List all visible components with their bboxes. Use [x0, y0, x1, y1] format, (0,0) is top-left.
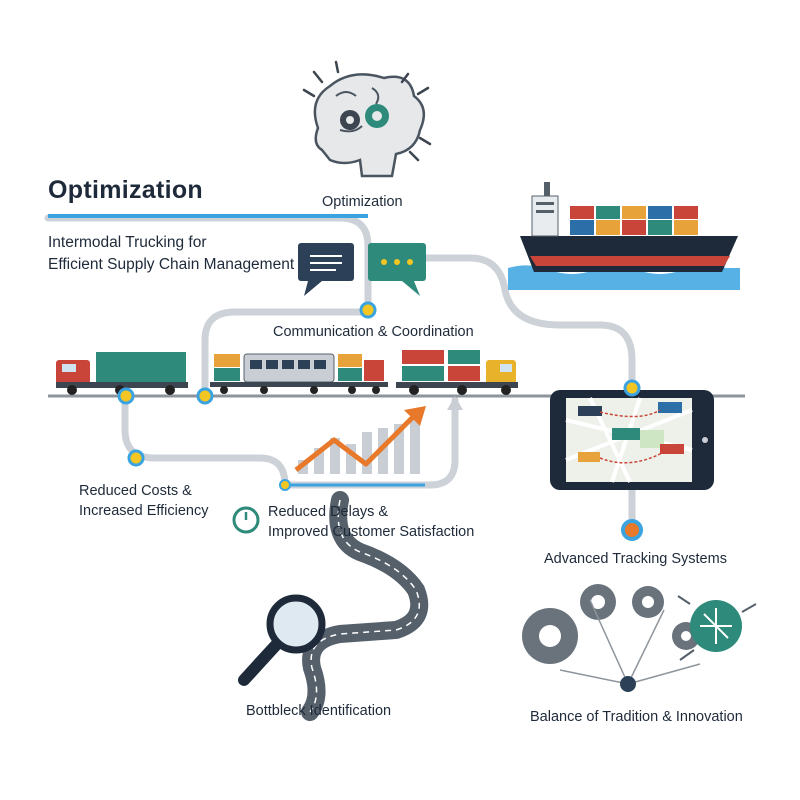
node-truck: [117, 387, 135, 405]
node-delays: [279, 479, 291, 491]
reduced-costs-line-1: Reduced Costs &: [79, 483, 192, 499]
label-reduced-costs: Reduced Costs & Increased Efficiency: [79, 481, 209, 521]
label-bottleneck: Bottbleck Identification: [246, 703, 392, 719]
label-communication: Communication & Coordination: [273, 324, 474, 340]
reduced-delays-line-2: Improved Customer Satisfaction: [268, 524, 475, 540]
reduced-costs-line-2: Increased Efficiency: [79, 503, 209, 519]
gears-circuit-icon: [522, 584, 757, 692]
ship-containers: [570, 206, 698, 235]
node-reduced-costs: [127, 449, 145, 467]
train-icon: [210, 353, 388, 394]
node-tracking: [621, 519, 643, 541]
node-communication: [196, 387, 214, 405]
subtitle-line-1: Intermodal Trucking for: [48, 234, 207, 251]
tablet-map-icon: [550, 390, 714, 490]
path-communication-loop: [201, 308, 372, 399]
chat-bubble-icon: [298, 243, 354, 296]
label-reduced-delays: Reduced Delays & Improved Customer Satis…: [268, 502, 474, 542]
title-underline: [48, 214, 368, 218]
subtitle-line-2: Efficient Supply Chain Management: [48, 256, 295, 273]
path-communication-to-tracking: [416, 254, 636, 390]
cargo-ship-icon: [508, 182, 740, 290]
magnifier-icon: [238, 594, 326, 686]
circuit-chip-icon: [677, 595, 757, 661]
path-reduced-delays: [281, 396, 459, 489]
reduced-delays-line-1: Reduced Delays &: [268, 504, 389, 520]
page-subtitle: Intermodal Trucking for Efficient Supply…: [48, 232, 294, 276]
label-tracking: Advanced Tracking Systems: [544, 551, 727, 567]
brain-gears-icon: [302, 60, 432, 178]
label-balance: Balance of Tradition & Innovation: [530, 709, 743, 725]
node-optimization: [359, 301, 377, 319]
gear-medium-icon: [580, 584, 616, 620]
path-optimization-to-communication: [44, 214, 372, 314]
gear-large-icon: [522, 608, 578, 664]
truck-left-icon: [56, 352, 188, 395]
path-reduced-costs: [121, 393, 289, 489]
node-tablet: [623, 379, 641, 397]
page-title: Optimization: [48, 176, 203, 204]
winding-road-icon: [301, 491, 429, 721]
path-nodes: [117, 301, 643, 541]
trend-chart-icon: [294, 396, 463, 474]
message-bubble-icon: [368, 243, 426, 296]
truck-right-icon: [396, 350, 518, 395]
label-optimization: Optimization: [322, 194, 403, 210]
gear-small-icon: [632, 586, 700, 650]
stopwatch-icon: [232, 506, 260, 534]
